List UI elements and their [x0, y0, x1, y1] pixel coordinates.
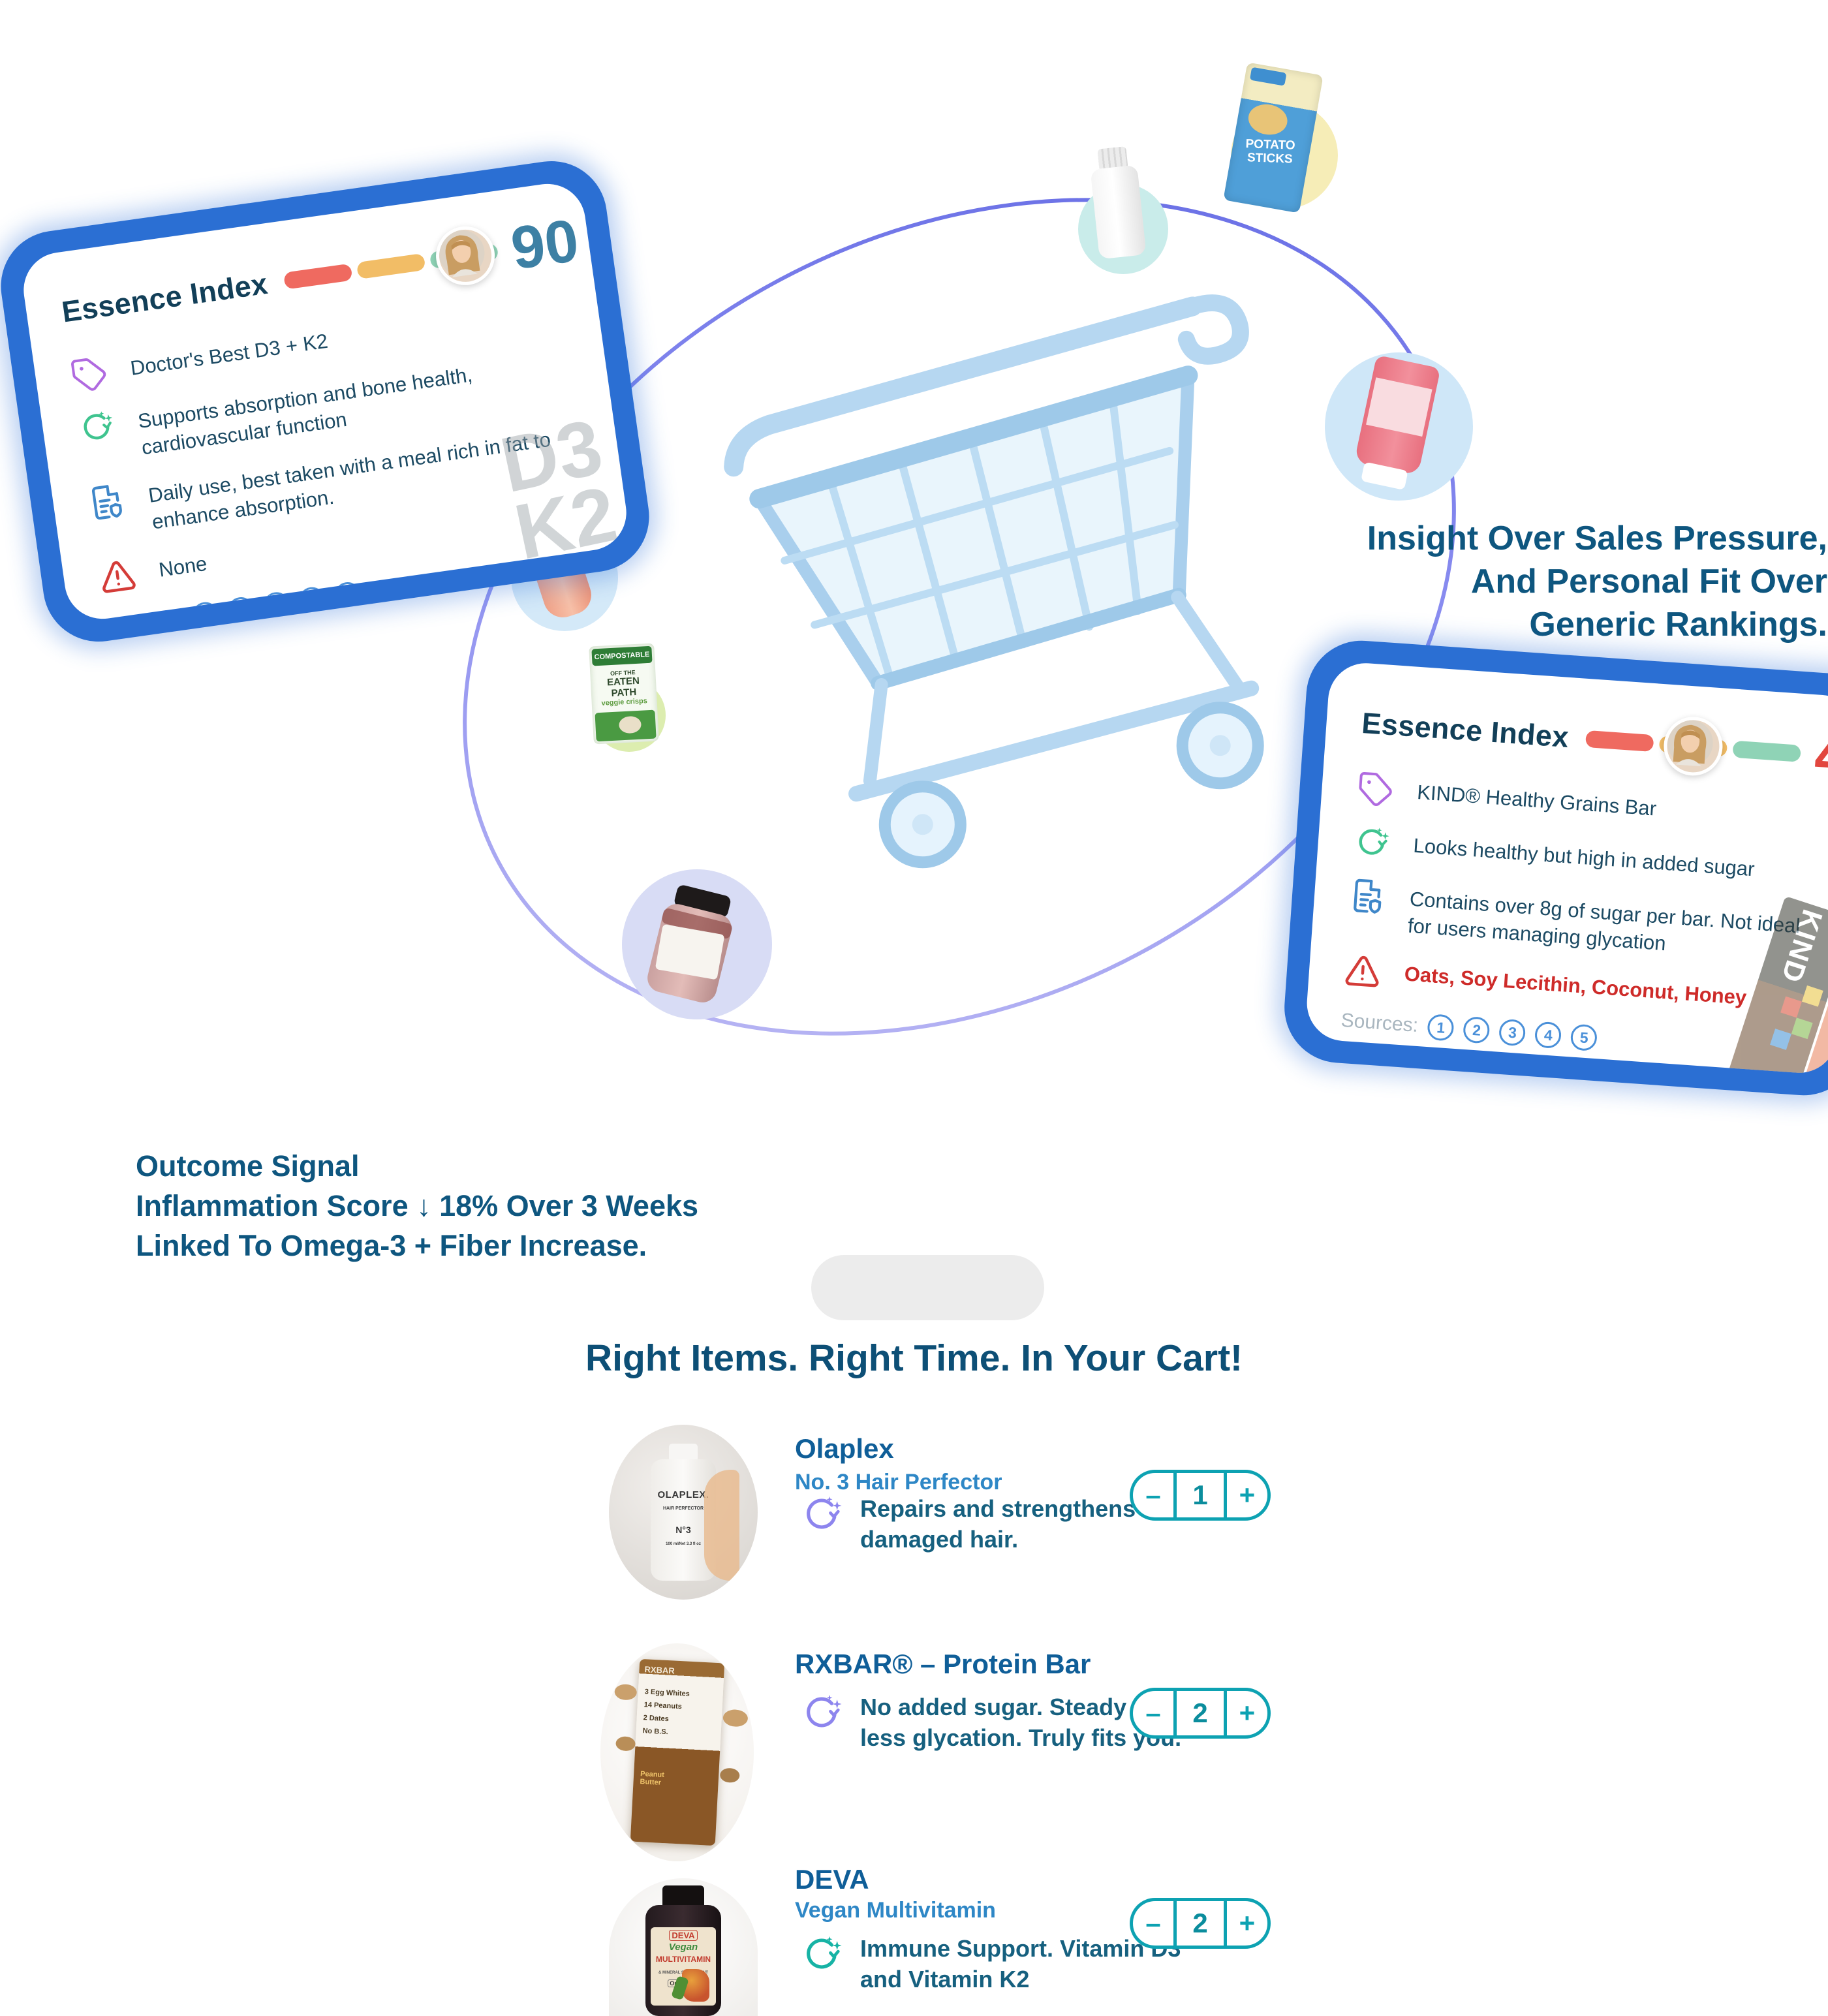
cart-item-subtitle: Vegan Multivitamin: [795, 1898, 996, 1923]
tag-icon: [1356, 770, 1395, 809]
increment-button[interactable]: +: [1239, 1698, 1256, 1728]
document-shield-icon: [1348, 876, 1387, 916]
deva-product-image: DEVA Vegan MULTIVITAMIN & MINERAL SUPPLE…: [609, 1878, 758, 2016]
score-bar-red-segment: [1585, 730, 1654, 752]
essence-score: 90: [507, 207, 583, 283]
source-link-2[interactable]: 2: [1463, 1016, 1491, 1044]
source-link-2[interactable]: 2: [226, 595, 256, 624]
score-bar-yellow-segment: [356, 253, 426, 280]
olaplex-label: OLAPLEX. HAIR PERFECTOR N°3 100 ml/Net 3…: [657, 1489, 709, 1546]
score-bar-green-segment: [1732, 740, 1801, 762]
warning-text: None: [157, 551, 209, 582]
right-headline: Insight Over Sales Pressure, And Persona…: [1367, 520, 1827, 644]
rxbar-facts: 3 Egg Whites 14 Peanuts 2 Dates No B.S.: [642, 1688, 690, 1737]
tag-icon: [69, 354, 110, 395]
decrement-button[interactable]: –: [1145, 1908, 1161, 1938]
score-bar: [283, 223, 499, 290]
veggie-crisps-bag-image: COMPOSTABLE OFF THE EATEN PATH veggie cr…: [589, 643, 659, 745]
cart-item-brand: Olaplex: [795, 1433, 894, 1464]
product-name: KIND® Healthy Grains Bar: [1416, 781, 1658, 820]
rxbar-flavor: Peanut Butter: [639, 1770, 664, 1787]
source-link-5[interactable]: 5: [333, 580, 363, 610]
allergen-warning-text: Oats, Soy Lecithin, Coconut, Honey: [1403, 962, 1748, 1009]
sparkle-refresh-icon: [1352, 823, 1391, 862]
chevron-right-icon[interactable]: ›: [589, 215, 608, 259]
quantity-value: 2: [1173, 1901, 1227, 1946]
score-bar: [1585, 715, 1801, 778]
cart-item-description: Immune Support. Vitamin D3 and Vitamin K…: [860, 1935, 1181, 1993]
card-title: Essence Index: [59, 266, 270, 329]
sparkle-refresh-icon: [800, 1692, 843, 1735]
source-link-4[interactable]: 4: [298, 585, 328, 615]
decrement-button[interactable]: –: [1145, 1698, 1161, 1728]
source-link-3[interactable]: 3: [262, 590, 292, 620]
sources-label: Sources:: [1340, 1009, 1419, 1036]
cart-item-description: Repairs and strengthens damaged hair.: [860, 1495, 1136, 1553]
outcome-signal-text: Outcome Signal Inflammation Score ↓ 18% …: [136, 1149, 699, 1262]
benefit-text: Looks healthy but high in added sugar: [1412, 833, 1756, 881]
user-avatar: [432, 223, 499, 289]
quantity-stepper-deva: – 2 +: [1130, 1898, 1271, 1949]
shopping-cart-illustration: [724, 294, 1264, 869]
card-title: Essence Index: [1360, 706, 1570, 754]
source-link-3[interactable]: 3: [1498, 1018, 1526, 1047]
source-link-1[interactable]: 1: [1427, 1014, 1455, 1042]
quantity-stepper-olaplex: – 1 +: [1130, 1470, 1271, 1521]
olaplex-product-image: OLAPLEX. HAIR PERFECTOR N°3 100 ml/Net 3…: [609, 1425, 758, 1600]
score-bar-red-segment: [283, 263, 353, 290]
sparkle-refresh-icon: [800, 1933, 843, 1976]
document-shield-icon: [87, 481, 128, 522]
source-link-1[interactable]: 1: [191, 600, 221, 624]
increment-button[interactable]: +: [1239, 1908, 1256, 1938]
sources-label: Sources:: [104, 607, 185, 624]
user-avatar: [1662, 715, 1725, 778]
section-heading: Right Items. Right Time. In Your Cart!: [585, 1337, 1243, 1379]
quantity-stepper-rxbar: – 2 +: [1130, 1688, 1271, 1739]
cart-item-subtitle: No. 3 Hair Perfector: [795, 1470, 1002, 1495]
essence-score: 48: [1812, 721, 1828, 793]
crisps-brand-label: OFF THE EATEN PATH veggie crisps: [601, 669, 648, 707]
warning-triangle-icon: [97, 555, 138, 597]
rxbar-product-image: RXBAR 3 Egg Whites 14 Peanuts 2 Dates No…: [600, 1643, 754, 1861]
decrement-button[interactable]: –: [1145, 1480, 1161, 1510]
cart-item-brand: RXBAR® – Protein Bar: [795, 1649, 1091, 1679]
sparkle-refresh-icon: [76, 407, 117, 448]
crisps-top-label: COMPOSTABLE: [591, 645, 653, 666]
quantity-value: 2: [1173, 1691, 1227, 1735]
logo-placeholder-pill: [811, 1255, 1044, 1320]
warning-triangle-icon: [1343, 952, 1382, 991]
product-name: Doctor's Best D3 + K2: [129, 329, 330, 380]
sparkle-refresh-icon: [800, 1493, 843, 1536]
essence-index-card-kind: KIND Essence Index: [1280, 637, 1828, 1099]
quantity-value: 1: [1173, 1473, 1227, 1517]
source-link-5[interactable]: 5: [1570, 1023, 1598, 1052]
increment-button[interactable]: +: [1239, 1480, 1256, 1510]
cart-item-brand: DEVA: [795, 1864, 869, 1895]
source-link-4[interactable]: 4: [1534, 1021, 1562, 1049]
